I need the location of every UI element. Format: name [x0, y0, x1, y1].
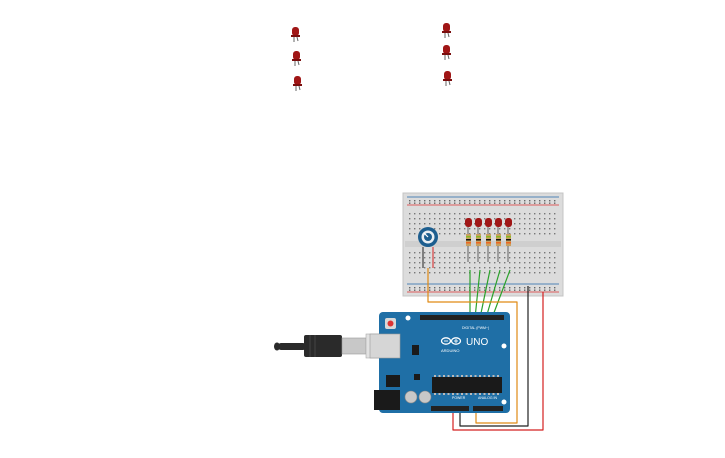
loose-led-group-left — [291, 27, 302, 91]
power-header[interactable] — [431, 406, 469, 411]
loose-led[interactable] — [442, 23, 451, 38]
power-label: POWER — [452, 396, 466, 400]
wires — [427, 268, 544, 431]
loose-led[interactable] — [442, 45, 451, 60]
analog-label: ANALOG IN — [478, 396, 498, 400]
circuit-led[interactable] — [485, 218, 492, 262]
circuit-led[interactable] — [495, 218, 502, 262]
wire-black[interactable] — [459, 286, 529, 427]
potentiometer[interactable] — [418, 227, 438, 268]
arduino-logo — [440, 337, 462, 345]
wire-green[interactable] — [491, 269, 511, 319]
circuit-led[interactable] — [465, 218, 472, 262]
wire-orange[interactable] — [427, 268, 518, 424]
circuit-led[interactable] — [475, 218, 482, 262]
wire-green[interactable] — [479, 269, 491, 319]
circuit-led[interactable] — [505, 218, 512, 262]
arduino-board[interactable]: UNO ARDUINO DIGITAL (PWM~) POWER ANALOG … — [369, 312, 510, 413]
digital-label: DIGITAL (PWM~) — [462, 326, 489, 330]
breadboard-holes — [409, 200, 556, 291]
loose-led[interactable] — [293, 76, 302, 91]
loose-led[interactable] — [291, 27, 300, 42]
wire-red[interactable] — [452, 292, 544, 431]
loose-led-group-right — [442, 23, 452, 86]
wire-green[interactable] — [474, 269, 481, 319]
model-label: UNO — [466, 337, 488, 348]
digital-header[interactable] — [420, 315, 504, 320]
circuit-led-array — [465, 218, 512, 262]
brand-label: ARDUINO — [441, 348, 459, 353]
analog-header[interactable] — [473, 406, 503, 411]
microcontroller-chip — [432, 377, 502, 393]
wire-green[interactable] — [485, 269, 501, 319]
loose-led[interactable] — [443, 71, 452, 86]
loose-led[interactable] — [292, 51, 301, 66]
